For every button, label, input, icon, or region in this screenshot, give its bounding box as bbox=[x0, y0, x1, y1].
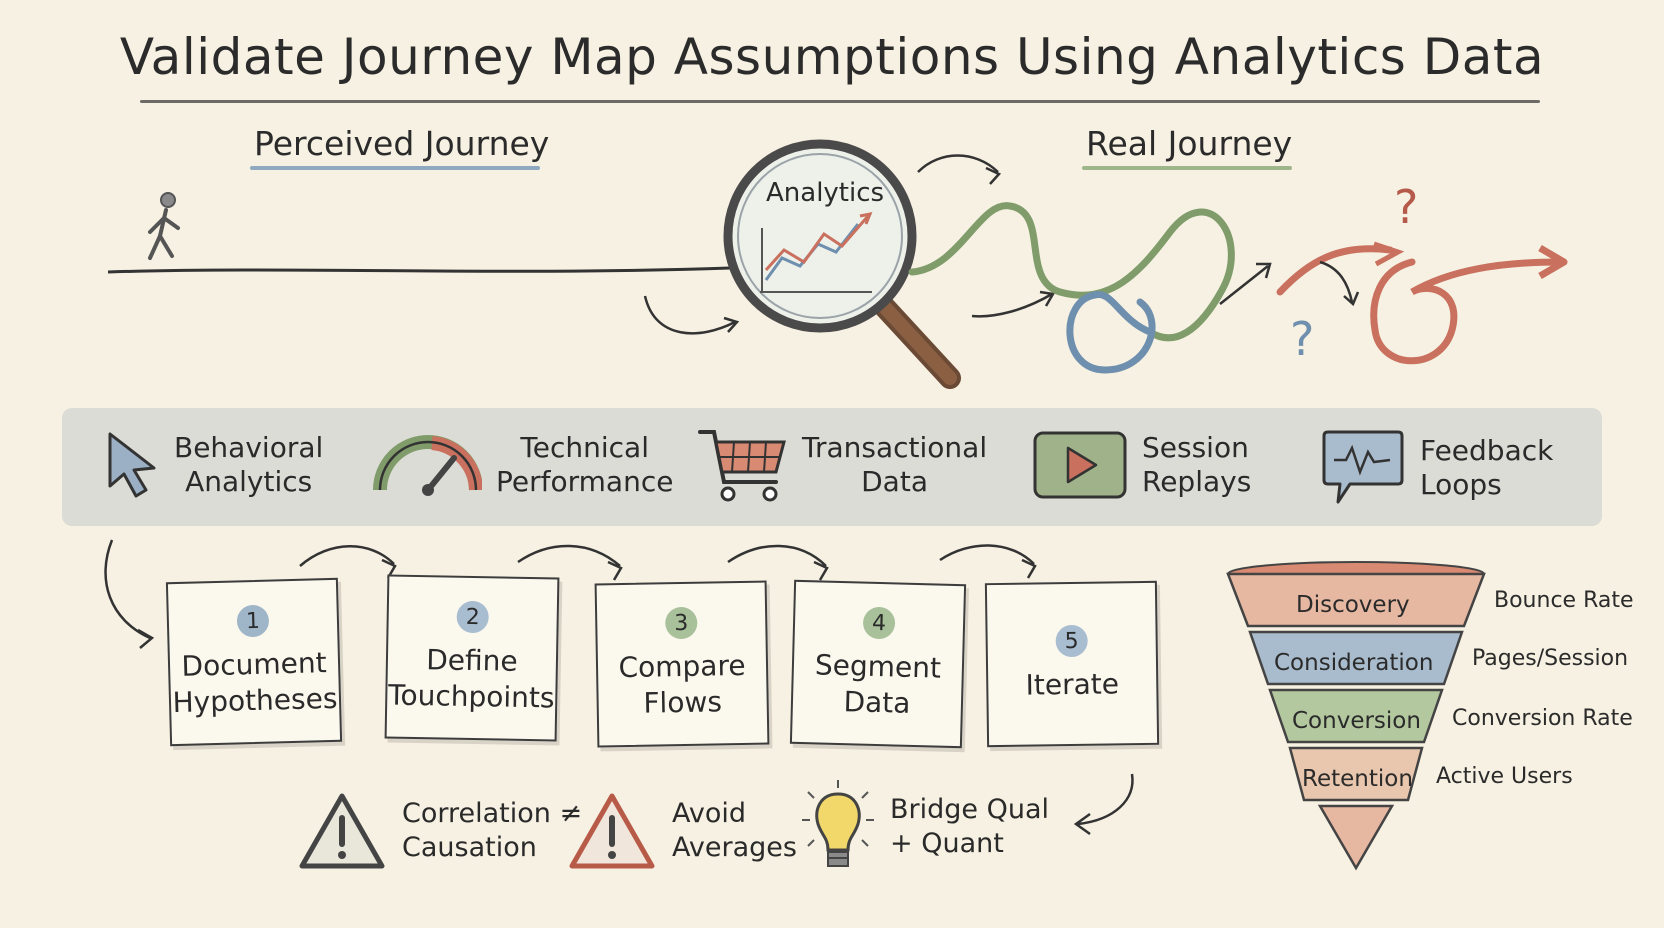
step-number-badge: 2 bbox=[456, 600, 489, 634]
tip-label-line2: Averages bbox=[672, 832, 797, 863]
real-path-blue bbox=[1066, 291, 1156, 374]
metric-bounce-rate: Bounce Rate bbox=[1494, 588, 1634, 613]
cart-icon bbox=[698, 430, 786, 502]
funnel-label-retention: Retention bbox=[1302, 766, 1413, 792]
chat-icon bbox=[1322, 430, 1404, 504]
source-label-line1: Session bbox=[1142, 431, 1249, 464]
metric-active-users: Active Users bbox=[1436, 764, 1573, 789]
step-number-badge: 3 bbox=[665, 606, 698, 640]
step-label-line2: Touchpoints bbox=[387, 678, 555, 715]
perceived-path bbox=[107, 266, 731, 274]
perceived-journey-label: Perceived Journey bbox=[254, 124, 550, 163]
tip-label-line2: + Quant bbox=[890, 828, 1004, 859]
warning-icon bbox=[569, 793, 655, 869]
funnel-label-consideration: Consideration bbox=[1274, 650, 1434, 676]
walking-person-icon bbox=[148, 192, 180, 260]
question-mark-1: ? bbox=[1394, 180, 1419, 234]
step-number-badge: 4 bbox=[862, 606, 896, 640]
magnifier-icon bbox=[723, 139, 961, 389]
gauge-icon bbox=[373, 435, 482, 496]
play-icon bbox=[1033, 431, 1127, 499]
step-label-line1: Compare bbox=[618, 648, 746, 685]
source-label-line1: Transactional bbox=[802, 431, 988, 464]
tip-label-line1: Avoid bbox=[672, 798, 747, 829]
analytics-lens-label: Analytics bbox=[766, 178, 885, 208]
step-label-line1: Document bbox=[181, 646, 327, 683]
source-label-line1: Technical bbox=[520, 431, 649, 464]
step-note-5: 5 Iterate bbox=[984, 580, 1160, 748]
arrow-out-lens bbox=[917, 154, 999, 173]
source-label-line1: Feedback bbox=[1420, 434, 1554, 467]
lightbulb-icon bbox=[802, 780, 874, 867]
funnel-stage-retention bbox=[1288, 746, 1424, 802]
source-label-line2: Performance bbox=[496, 465, 674, 498]
step-label-line1: Segment bbox=[814, 648, 942, 685]
metric-conversion-rate: Conversion Rate bbox=[1452, 706, 1633, 731]
tip-label-line2: Causation bbox=[402, 832, 537, 863]
source-label-line2: Replays bbox=[1142, 465, 1252, 498]
funnel-graphic bbox=[1226, 561, 1486, 871]
arrow-into-lens bbox=[643, 295, 736, 335]
step-label-line1: Iterate bbox=[1025, 667, 1120, 702]
real-path-red bbox=[1276, 245, 1564, 365]
step-label-line2: Hypotheses bbox=[172, 681, 338, 720]
funnel-stage-conversion bbox=[1268, 688, 1444, 744]
tip-correlation-causation: Correlation ≠Causation bbox=[296, 790, 582, 872]
real-journey-label: Real Journey bbox=[1086, 124, 1293, 163]
perceived-underline bbox=[250, 166, 540, 170]
source-label-line2: Analytics bbox=[185, 465, 313, 498]
question-mark-2: ? bbox=[1290, 312, 1315, 366]
warning-icon bbox=[299, 793, 385, 869]
tip-bridge-qual-quant: Bridge Qual+ Quant bbox=[800, 778, 1049, 876]
real-underline bbox=[1082, 166, 1292, 170]
metric-pages-per-session: Pages/Session bbox=[1472, 646, 1629, 671]
funnel-label-discovery: Discovery bbox=[1296, 592, 1410, 618]
page-title: Validate Journey Map Assumptions Using A… bbox=[119, 28, 1545, 86]
funnel-stage-discovery bbox=[1226, 572, 1486, 628]
real-path-green bbox=[908, 202, 1235, 342]
cursor-icon bbox=[108, 432, 156, 498]
process-arrows bbox=[104, 539, 1134, 836]
step-number-badge: 5 bbox=[1055, 624, 1088, 658]
tip-label-line1: Correlation ≠ bbox=[402, 798, 583, 829]
step-label-line2: Flows bbox=[643, 685, 723, 720]
source-label-line2: Loops bbox=[1420, 468, 1502, 501]
step-label-line1: Define bbox=[425, 643, 518, 678]
funnel-stage-consideration bbox=[1248, 630, 1464, 686]
funnel-tip bbox=[1317, 804, 1395, 871]
funnel-label-conversion: Conversion bbox=[1292, 708, 1421, 734]
source-label-line2: Data bbox=[861, 465, 928, 498]
tip-label-line1: Bridge Qual bbox=[890, 794, 1050, 825]
step-label-line2: Data bbox=[843, 685, 911, 720]
step-number-badge: 1 bbox=[236, 604, 270, 638]
source-label-line1: Behavioral bbox=[174, 431, 324, 464]
journey-illustration bbox=[107, 139, 1568, 389]
title-underline bbox=[140, 100, 1540, 103]
